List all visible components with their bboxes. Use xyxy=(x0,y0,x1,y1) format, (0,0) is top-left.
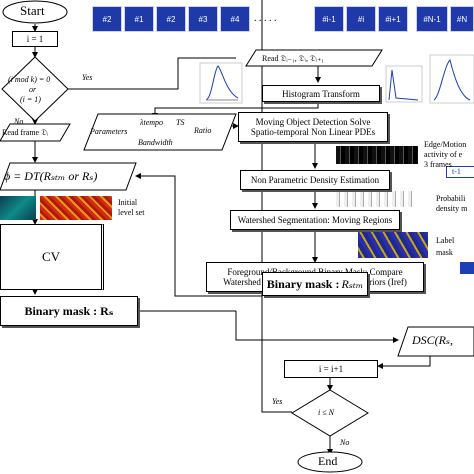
params-e: Bandwidth xyxy=(138,138,173,147)
cv-box: CV xyxy=(0,224,104,290)
yes2-label: Yes xyxy=(272,397,283,406)
params-c: TS xyxy=(176,118,185,127)
edge-t-marker xyxy=(446,166,474,178)
no2-label: No xyxy=(340,438,350,447)
decision-diamond-n xyxy=(291,389,369,437)
end-label: End xyxy=(318,454,338,468)
params-d: Ratio xyxy=(194,126,212,135)
watershed-label: Watershed Segmentation: Moving Regions xyxy=(237,215,393,225)
increment-box: i = i+1 xyxy=(284,360,378,378)
npde-label: Non Parametric Density Estimation xyxy=(250,175,380,185)
initial-line1: Initial xyxy=(118,198,138,207)
frame-tile: #i+1 xyxy=(378,6,408,32)
read-three-parallelogram xyxy=(245,49,383,67)
histogram-thumbnail-2 xyxy=(385,65,423,103)
edge-line4: t-1 xyxy=(452,167,461,176)
fg-mask-image xyxy=(460,262,474,274)
binmask-stm-text: Binary mask : xyxy=(266,277,340,291)
init-label: i = 1 xyxy=(26,34,44,44)
dsc-label: DSC(Rₛ, xyxy=(412,333,454,347)
label-mask-image xyxy=(358,232,428,258)
edge-line1: Edge/Motion xyxy=(424,140,467,149)
read-frame-parallelogram xyxy=(0,123,71,142)
fish-thumbnail xyxy=(0,196,36,220)
binary-mask-s-box: Binary mask : Rₛ xyxy=(0,296,138,326)
density-image xyxy=(336,191,416,207)
prob-line1: Probabili xyxy=(436,194,466,203)
frame-tile: #4 xyxy=(220,6,250,32)
binmask-s-label: Binary mask : Rₛ xyxy=(24,304,114,318)
histogram-label: Histogram Transform xyxy=(282,88,360,99)
phi-label: ϕ = DT(Rₛₜₘ or Rₛ) xyxy=(4,169,98,183)
binmask-stm-var: Rₛₜₘ xyxy=(341,277,364,291)
cv-label: CV xyxy=(41,249,61,264)
read-frame-label: Read frame 𝔇ᵢ xyxy=(2,128,49,137)
edge-line2: activity of e xyxy=(424,150,463,159)
initial-line2: level set xyxy=(118,208,145,217)
initial-level-set-image xyxy=(40,196,112,220)
npde-box: Non Parametric Density Estimation xyxy=(240,170,390,190)
end-oval xyxy=(297,451,363,473)
cond1-line1: (i mod k) = 0 xyxy=(8,75,51,84)
params-b: λtempo xyxy=(140,118,164,127)
frame-tile: #i xyxy=(346,6,376,32)
decision-diamond-mod xyxy=(1,56,69,122)
histogram-box: Histogram Transform xyxy=(262,85,380,102)
frame-tile: #i-1 xyxy=(314,6,344,32)
frame-tile: #2 xyxy=(156,6,186,32)
frame-tile: #2 xyxy=(92,6,122,32)
cond2-label: i ≤ N xyxy=(318,408,334,417)
edge-line3: 3 frames xyxy=(424,160,452,169)
yes1-label: Yes xyxy=(82,73,93,82)
edge-motion-image xyxy=(336,146,418,164)
params-a: Parameters xyxy=(90,127,128,136)
moving-line1: Moving Object Detection Solve xyxy=(255,117,371,127)
binary-mask-stm-box: Binary mask : Rₛₜₘ xyxy=(262,272,368,296)
start-oval xyxy=(2,0,68,24)
frame-tile: #3 xyxy=(188,6,218,32)
label-line2: mask xyxy=(436,248,453,257)
watershed-box: Watershed Segmentation: Moving Regions xyxy=(230,210,400,230)
no1-label: No xyxy=(14,117,24,126)
phi-parallelogram xyxy=(0,162,137,191)
init-box: i = 1 xyxy=(12,31,58,47)
moving-object-box: Moving Object Detection Solve Spatio-tem… xyxy=(238,112,388,142)
start-label: Start xyxy=(20,3,45,18)
histogram-thumbnail-3 xyxy=(429,54,474,104)
frame-tile: #1 xyxy=(124,6,154,32)
params-parallelogram xyxy=(83,113,237,151)
cond1-line2: or xyxy=(29,85,37,94)
prob-line2: density m xyxy=(436,204,468,213)
read-three-label: Read 𝔇ᵢ₋₁, 𝔇ᵢ, 𝔇ᵢ₊₁ xyxy=(262,54,325,63)
frame-tile: #N-1 xyxy=(416,6,448,32)
frame-dots: . . . . . xyxy=(254,13,277,24)
label-line1: Label xyxy=(436,236,455,245)
histogram-thumbnail-1 xyxy=(199,62,243,104)
increment-label: i = i+1 xyxy=(318,364,344,374)
moving-line2: Spatio-temporal Non Linear PDEs xyxy=(250,127,376,137)
cond1-line3: (i = 1) xyxy=(20,95,41,104)
dsc-parallelogram xyxy=(397,326,474,357)
